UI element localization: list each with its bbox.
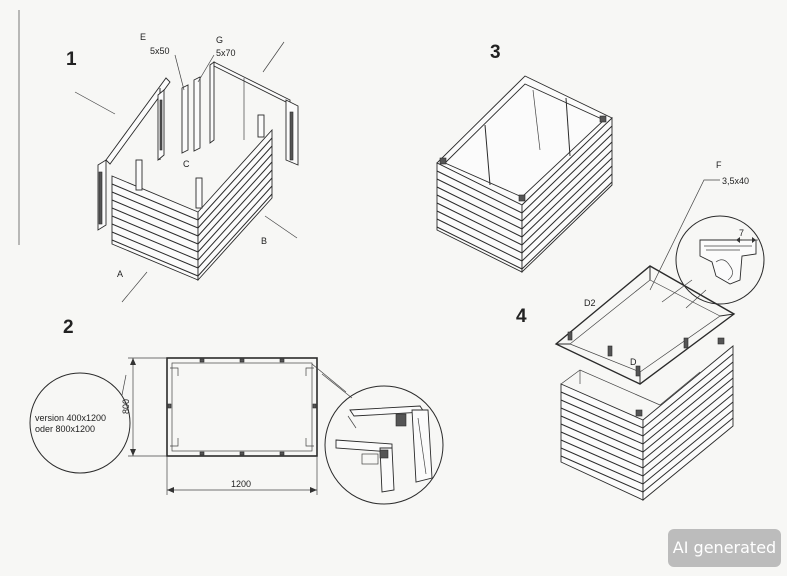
post-e — [181, 84, 189, 154]
lid-frame — [554, 265, 736, 385]
label-b: B — [261, 236, 267, 246]
profile-detail-circle — [675, 215, 765, 305]
label-f-size: 3,5x40 — [722, 176, 749, 186]
step-4-box — [560, 337, 734, 501]
label-g-size: 5x70 — [216, 48, 236, 58]
label-c: C — [183, 159, 190, 169]
step-1-open-frame — [97, 61, 299, 282]
label-g: G — [216, 35, 223, 45]
step-2-number: 2 — [63, 317, 74, 338]
front-left-boards — [111, 175, 199, 281]
step-3-assembled-box — [436, 75, 613, 274]
version-note-circle — [29, 372, 131, 474]
label-e: E — [140, 32, 146, 42]
profile-detail — [699, 237, 758, 285]
label-f: F — [716, 160, 722, 170]
step-1-number: 1 — [66, 49, 77, 70]
corner-detail-circle — [324, 385, 444, 505]
post-g — [193, 76, 201, 152]
top-view-frame — [166, 357, 318, 457]
version-note-line1: version 400x1200 — [35, 413, 106, 423]
label-d2: D2 — [584, 298, 596, 308]
front-right-boards — [197, 128, 273, 282]
dimension-height: 800 — [121, 399, 131, 414]
label-a: A — [117, 269, 123, 279]
ai-generated-badge: AI generated — [668, 529, 781, 567]
corner-detail — [335, 405, 433, 493]
label-e-size: 5x50 — [150, 46, 170, 56]
step-3-number: 3 — [490, 42, 501, 63]
step-4-number: 4 — [516, 306, 527, 327]
version-note-line2: oder 800x1200 — [35, 424, 95, 434]
dimension-width: 1200 — [231, 479, 251, 489]
label-d: D — [630, 357, 637, 367]
label-detail-gap: 7 — [739, 228, 744, 238]
